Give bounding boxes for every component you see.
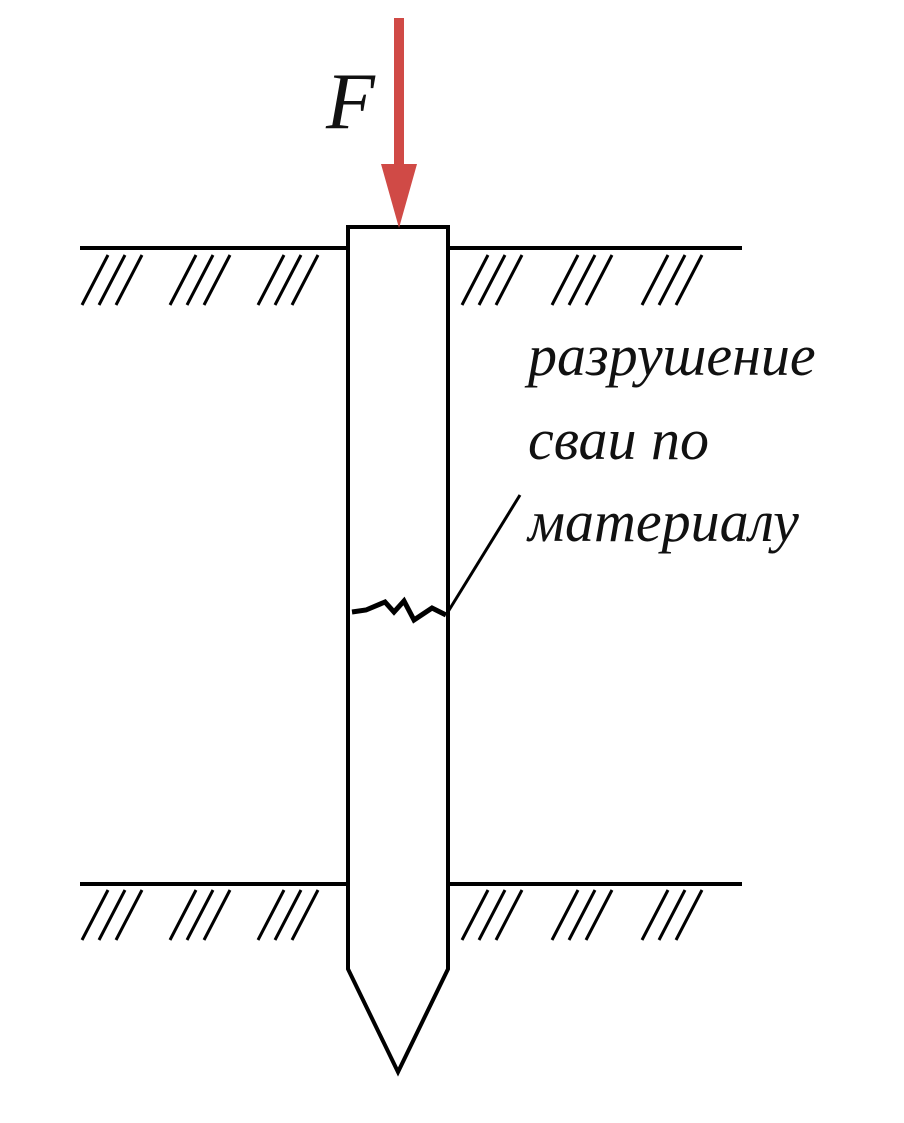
soil-hatching-top-right	[460, 254, 704, 306]
force-arrow-head	[381, 164, 417, 228]
force-arrow	[381, 18, 417, 228]
failure-annotation: разрушение сваи по материалу	[524, 323, 816, 554]
annotation-line-1: разрушение	[524, 323, 816, 388]
pile-body	[346, 225, 450, 1077]
force-arrow-shaft	[394, 18, 404, 168]
annotation-leader-line	[444, 494, 522, 616]
soil-hatching-bottom-right	[460, 889, 704, 941]
ground-layer-bottom	[80, 882, 742, 941]
ground-surface-top	[80, 246, 742, 306]
force-label: F	[325, 58, 376, 146]
annotation-line-3: материалу	[526, 489, 799, 554]
pile-crack	[351, 596, 448, 624]
soil-hatching-top-left	[80, 254, 320, 306]
soil-hatching-bottom-left	[80, 889, 320, 941]
annotation-line-2: сваи по	[528, 407, 709, 472]
